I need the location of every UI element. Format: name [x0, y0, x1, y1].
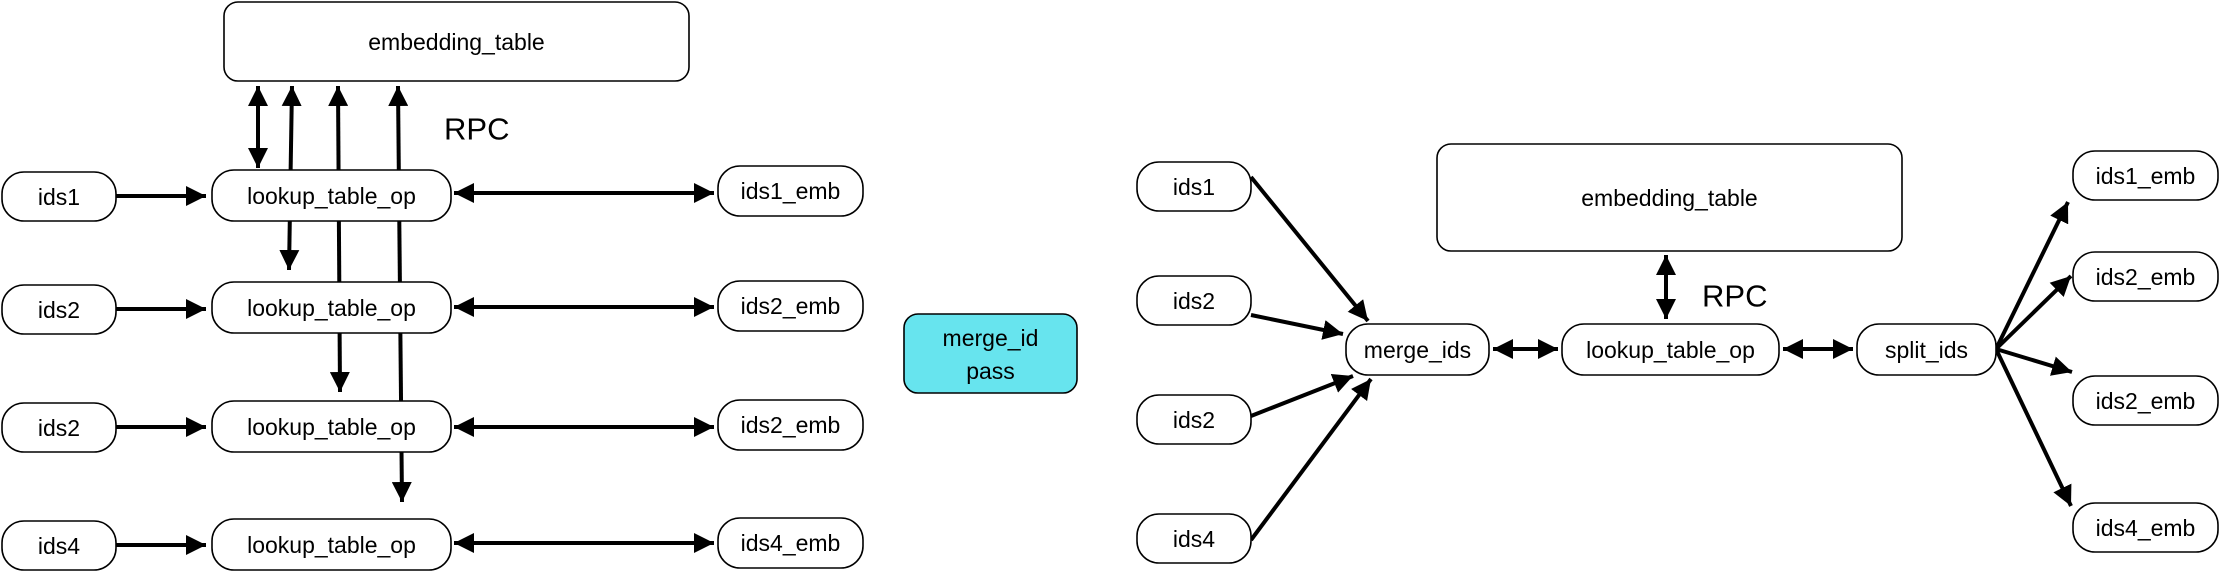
left-output-label: ids1_emb — [741, 178, 841, 204]
merge-id-pass-rect — [903, 313, 1078, 394]
left-lookup-node-3: lookup_table_op — [211, 400, 452, 453]
right-output-node-1: ids1_emb — [2072, 150, 2219, 201]
left-lookup-label: lookup_table_op — [247, 532, 416, 558]
right-rpc-label: RPC — [1702, 279, 1767, 314]
right-edges — [1249, 175, 2073, 542]
right-output-label: ids1_emb — [2096, 163, 2196, 189]
left-lookup-node-1: lookup_table_op — [211, 169, 452, 222]
left-output-node-3: ids2_emb — [717, 399, 864, 451]
edge-split-out-4 — [1994, 348, 2073, 507]
left-output-node-4: ids4_emb — [717, 517, 864, 569]
split-ids-node: split_ids — [1856, 323, 1997, 376]
left-input-node-4: ids4 — [1, 520, 117, 571]
left-lookup-label: lookup_table_op — [247, 295, 416, 321]
left-input-node-3: ids2 — [1, 402, 117, 453]
left-input-node-1: ids1 — [1, 171, 117, 222]
left-rpc-label: RPC — [444, 112, 509, 147]
left-input-label: ids1 — [38, 184, 80, 210]
left-lookup-label: lookup_table_op — [247, 183, 416, 209]
left-lookup-label: lookup_table_op — [247, 414, 416, 440]
left-output-label: ids2_emb — [741, 412, 841, 438]
edge-ids2-to-merge — [1250, 313, 1344, 340]
edge-ids4-to-merge — [1249, 377, 1373, 542]
left-lookup-node-4: lookup_table_op — [211, 518, 452, 571]
split-ids-label: split_ids — [1885, 337, 1968, 363]
edge-split-out-2 — [1994, 274, 2073, 351]
merge-ids-label: merge_ids — [1364, 337, 1471, 363]
right-input-node-4: ids4 — [1136, 513, 1252, 564]
merge-id-pass-box: merge_id pass — [903, 313, 1078, 394]
right-input-label: ids2 — [1173, 407, 1215, 433]
merge-ids-node: merge_ids — [1345, 323, 1490, 376]
rpc-arrow-3 — [328, 85, 350, 393]
right-lookup-node: lookup_table_op — [1561, 323, 1780, 376]
left-output-label: ids4_emb — [741, 530, 841, 556]
right-input-node-1: ids1 — [1136, 161, 1252, 212]
left-lookup-node-2: lookup_table_op — [211, 281, 452, 334]
left-output-node-2: ids2_emb — [717, 280, 864, 332]
right-output-label: ids4_emb — [2096, 515, 2196, 541]
edge-split-out-1 — [1994, 201, 2070, 350]
right-input-node-2: ids2 — [1136, 275, 1252, 326]
right-lookup-label: lookup_table_op — [1586, 337, 1755, 363]
left-embedding-table-label: embedding_table — [368, 29, 544, 55]
right-diagram: ids1 ids2 ids2 ids4 merge_ids embedding_… — [1136, 143, 2219, 564]
left-input-label: ids2 — [38, 297, 80, 323]
left-input-label: ids4 — [38, 533, 80, 559]
right-output-label: ids2_emb — [2096, 388, 2196, 414]
merge-id-pass-line1: merge_id — [943, 325, 1039, 351]
right-output-node-3: ids2_emb — [2072, 375, 2219, 426]
edge-split-out-3 — [1995, 347, 2073, 376]
merge-id-pass-line2: pass — [966, 358, 1015, 384]
left-output-node-1: ids1_emb — [717, 165, 864, 217]
right-output-node-4: ids4_emb — [2072, 502, 2219, 553]
right-input-label: ids2 — [1173, 288, 1215, 314]
edge-ids1-to-merge — [1249, 175, 1370, 323]
right-output-label: ids2_emb — [2096, 264, 2196, 290]
left-embedding-table: embedding_table — [223, 1, 690, 82]
right-input-label: ids4 — [1173, 526, 1215, 552]
right-embedding-table: embedding_table — [1436, 143, 1903, 252]
right-embedding-table-label: embedding_table — [1581, 185, 1757, 211]
right-output-node-2: ids2_emb — [2072, 251, 2219, 302]
right-input-node-3: ids2 — [1136, 394, 1252, 445]
left-diagram: embedding_table RPC ids1 ids2 ids2 ids4 … — [1, 1, 864, 571]
right-input-label: ids1 — [1173, 174, 1215, 200]
left-output-label: ids2_emb — [741, 293, 841, 319]
left-input-node-2: ids2 — [1, 284, 117, 335]
left-input-label: ids2 — [38, 415, 80, 441]
edge-ids2b-to-merge — [1250, 373, 1354, 418]
